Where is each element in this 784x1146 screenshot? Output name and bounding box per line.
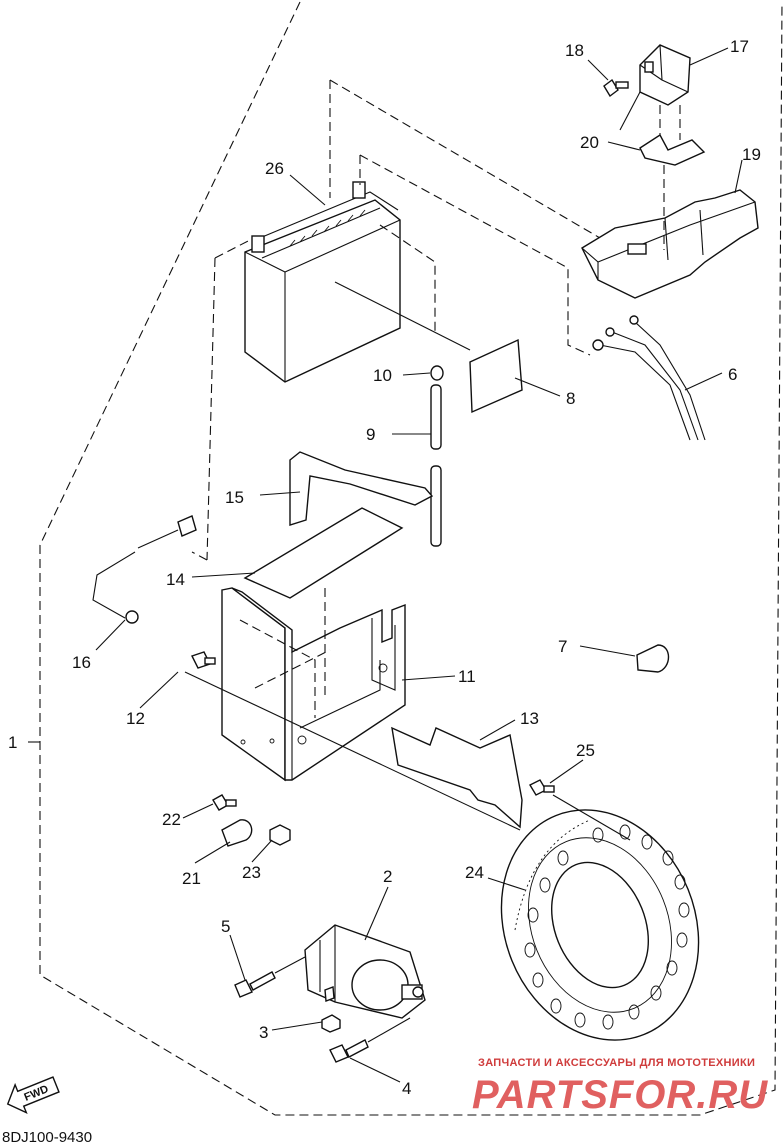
label-22: 22 xyxy=(162,810,181,829)
plate-13 xyxy=(391,726,523,829)
label-16: 16 xyxy=(72,653,91,672)
label-9: 9 xyxy=(366,425,375,444)
label-14: 14 xyxy=(166,570,185,589)
label-2: 2 xyxy=(383,867,392,886)
label-13: 13 xyxy=(520,709,539,728)
watermark-subtitle: ЗАПЧАСТИ И АКСЕССУАРЫ ДЛЯ МОТОТЕХНИКИ xyxy=(478,1057,755,1069)
battery-pad-8 xyxy=(469,338,523,414)
label-8: 8 xyxy=(566,389,575,408)
label-18: 18 xyxy=(565,41,584,60)
bracket-20 xyxy=(639,133,706,166)
bolt-25 xyxy=(529,779,555,796)
battery-band-15 xyxy=(289,451,434,526)
battery-case-11 xyxy=(221,587,406,782)
label-25: 25 xyxy=(576,741,595,760)
battery xyxy=(244,181,401,383)
label-1: 1 xyxy=(8,733,17,752)
label-17: 17 xyxy=(730,37,749,56)
watermark-brand: PARTSFOR.RU xyxy=(472,1073,768,1117)
wire-harness-6 xyxy=(592,315,706,441)
clamp-7 xyxy=(636,644,670,673)
diagram-code: 8DJ100-9430 xyxy=(2,1129,92,1146)
bolt-4 xyxy=(329,1039,369,1063)
label-11: 11 xyxy=(458,667,476,686)
nut-23 xyxy=(269,824,291,846)
label-21: 21 xyxy=(182,869,201,888)
sprocket-24 xyxy=(500,809,700,1041)
battery-sheet-14 xyxy=(243,507,404,599)
label-20: 20 xyxy=(580,133,599,152)
label-7: 7 xyxy=(558,637,567,656)
assembly-outline xyxy=(39,1,783,1116)
label-4: 4 xyxy=(402,1079,411,1098)
label-23: 23 xyxy=(242,863,261,882)
starter-relay-17 xyxy=(619,44,691,131)
nut-3 xyxy=(321,1014,341,1033)
bolt-18 xyxy=(603,78,629,98)
label-15: 15 xyxy=(225,488,244,507)
label-26: 26 xyxy=(265,159,284,178)
label-5: 5 xyxy=(221,917,230,936)
bolt-22 xyxy=(212,794,237,811)
lead-wire-16 xyxy=(92,515,197,624)
label-24: 24 xyxy=(465,863,484,882)
fwd-arrow-icon: FWD xyxy=(6,1076,60,1115)
starter-motor-2 xyxy=(304,924,426,1019)
leader-lines xyxy=(28,47,743,1083)
bolt-5 xyxy=(234,971,276,998)
label-12: 12 xyxy=(126,709,145,728)
label-3: 3 xyxy=(259,1023,268,1042)
rectifier-19 xyxy=(581,189,759,299)
label-10: 10 xyxy=(373,366,392,385)
breather-cap-10 xyxy=(430,365,444,381)
bolt-12 xyxy=(191,651,216,669)
label-19: 19 xyxy=(742,145,761,164)
label-6: 6 xyxy=(728,365,737,384)
breather-tube-9 xyxy=(430,384,442,547)
clamp-21 xyxy=(221,819,253,847)
